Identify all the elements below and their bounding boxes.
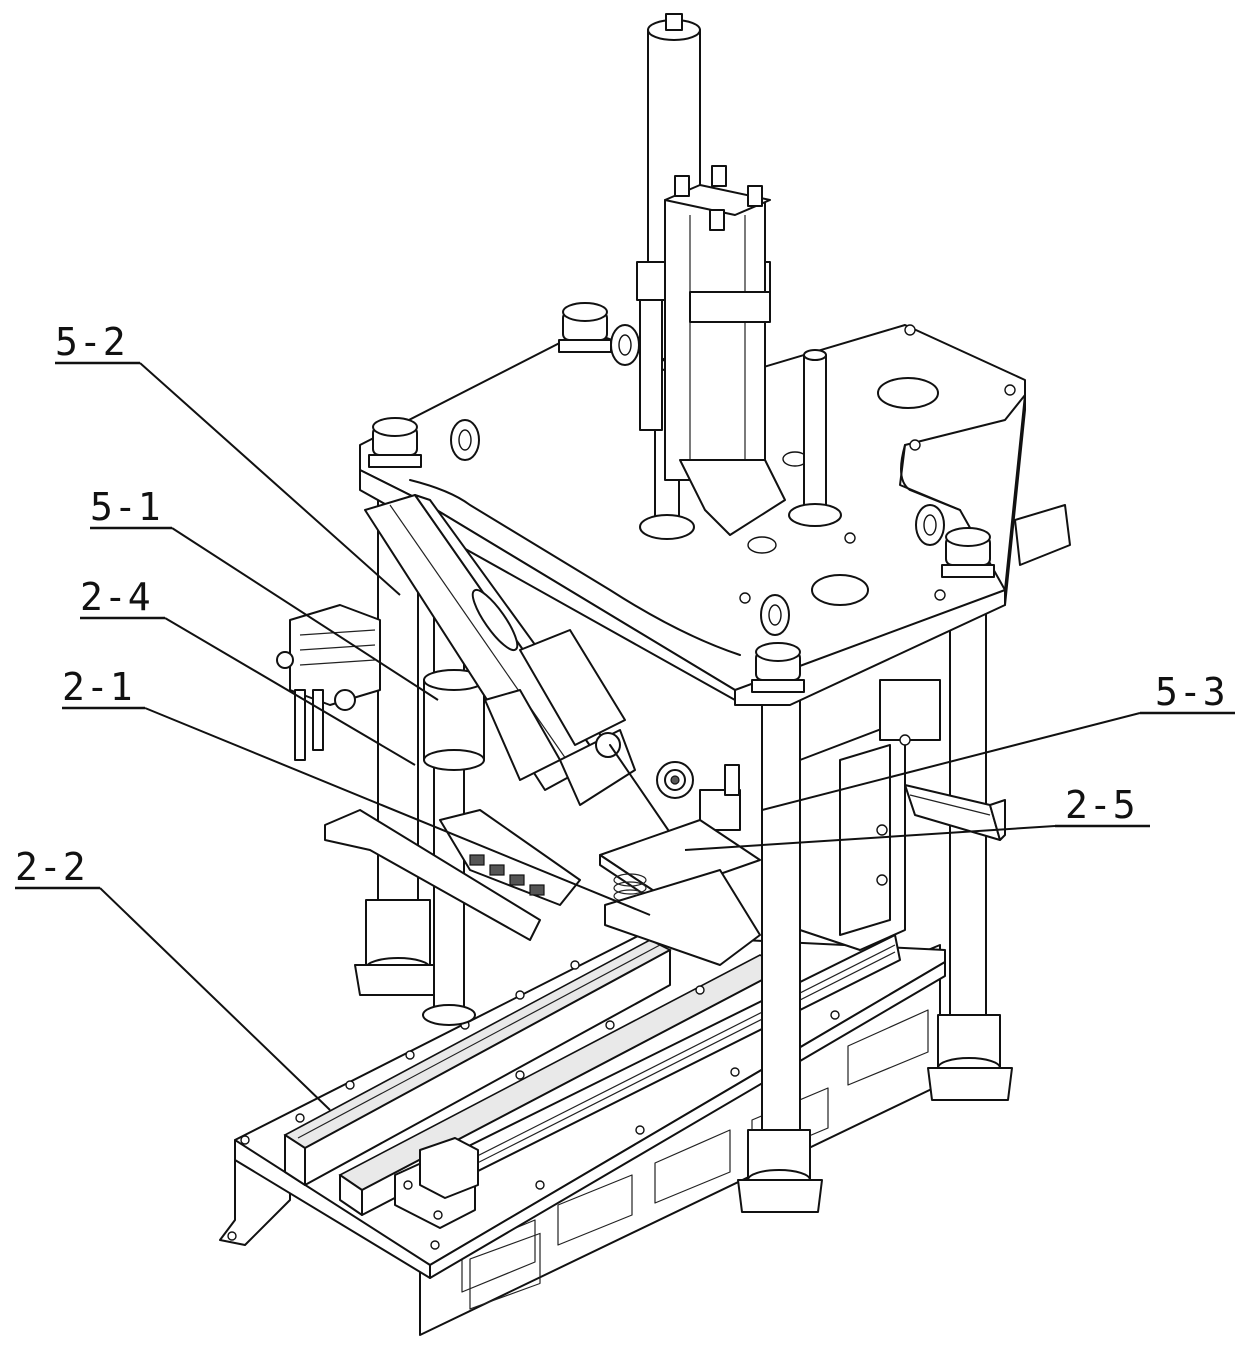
columns (354, 469, 1013, 1213)
main-cylinder (636, 13, 786, 536)
callout-2-4: 2-4 (80, 575, 416, 766)
top-plate (359, 324, 1026, 706)
label-5-3: 5-3 (1155, 670, 1227, 714)
callout-2-1: 2-1 (62, 665, 651, 916)
label-5-1: 5-1 (90, 485, 162, 529)
lifting-eyes (450, 324, 945, 636)
left-pneumatic-unit (276, 604, 381, 761)
label-2-1: 2-1 (62, 665, 134, 709)
callout-5-3: 5-3 (761, 670, 1235, 811)
label-2-2: 2-2 (15, 845, 87, 889)
inclined-feeder (364, 494, 636, 806)
linear-rails (283, 934, 901, 1229)
label-5-2: 5-2 (55, 320, 127, 364)
callout-2-2: 2-2 (15, 845, 331, 1111)
right-slide-unit (799, 679, 941, 951)
label-2-5: 2-5 (1065, 783, 1137, 827)
callout-5-2: 5-2 (55, 320, 401, 596)
callout-5-1: 5-1 (90, 485, 439, 701)
column-nuts (368, 302, 995, 693)
central-mechanism (324, 809, 761, 966)
callout-2-5: 2-5 (684, 783, 1150, 851)
label-2-4: 2-4 (80, 575, 152, 619)
gear-mechanism (595, 732, 741, 841)
right-cylinder (904, 504, 1071, 841)
